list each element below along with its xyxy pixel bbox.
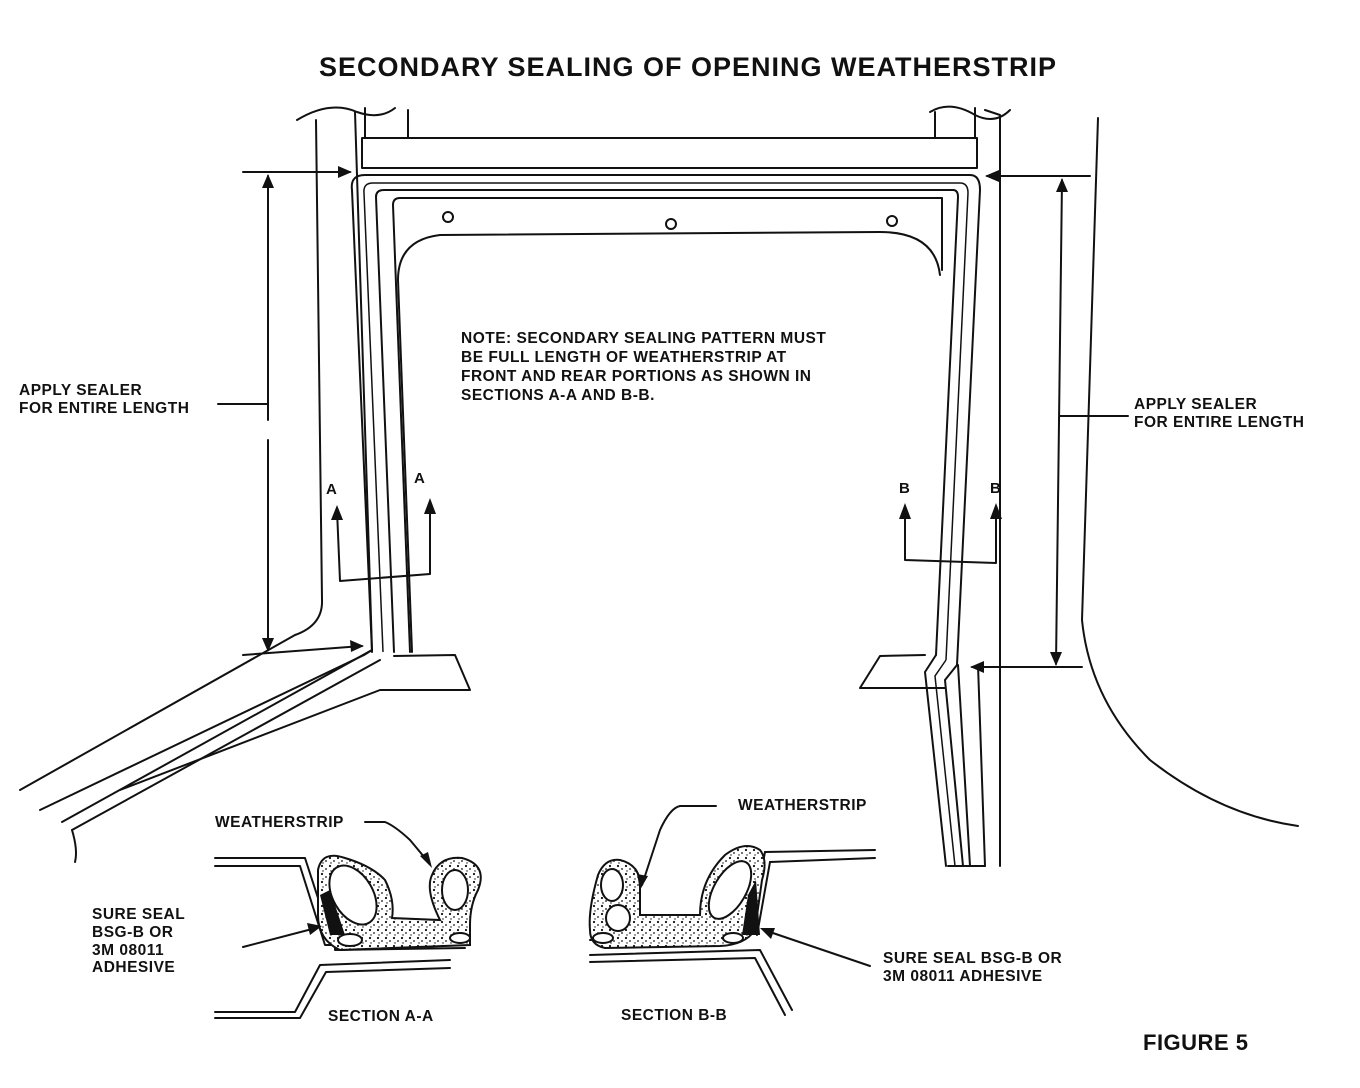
section-a-adhesive-label: SURE SEAL BSG-B OR 3M 08011 ADHESIVE xyxy=(92,906,185,977)
section-b-letter-left: B xyxy=(899,480,911,497)
section-b-weatherstrip-label: WEATHERSTRIP xyxy=(738,797,867,814)
note-line: FRONT AND REAR PORTIONS AS SHOWN IN xyxy=(461,368,812,385)
section-b-caption: SECTION B-B xyxy=(621,1007,728,1024)
section-a-letter-left: A xyxy=(326,481,338,498)
left-dimension xyxy=(217,166,364,656)
section-a-letter-right: A xyxy=(414,470,426,487)
left-pillar xyxy=(19,111,471,863)
note-block: NOTE: SECONDARY SEALING PATTERN MUST BE … xyxy=(461,329,826,405)
section-b-letter-right: B xyxy=(990,480,1002,497)
right-callout-line1: APPLY SEALER xyxy=(1134,396,1258,413)
left-callout-line2: FOR ENTIRE LENGTH xyxy=(19,399,190,417)
left-sealer-callout: APPLY SEALER FOR ENTIRE LENGTH xyxy=(19,382,189,418)
section-b-drawing xyxy=(588,805,876,1016)
right-pillar xyxy=(859,109,1299,867)
section-a-caption: SECTION A-A xyxy=(328,1008,434,1025)
door-opening-frame xyxy=(350,174,981,666)
note-line: NOTE: SECONDARY SEALING PATTERN MUST xyxy=(461,330,827,347)
adhesive-line: 3M 08011 ADHESIVE xyxy=(883,967,1043,985)
section-a-drawing xyxy=(214,821,482,1019)
note-line: SECTIONS A-A AND B-B. xyxy=(461,387,655,404)
section-b-adhesive-label: SURE SEAL BSG-B OR 3M 08011 ADHESIVE xyxy=(883,950,1062,986)
adhesive-line: BSG-B OR xyxy=(92,923,174,941)
right-callout-line2: FOR ENTIRE LENGTH xyxy=(1134,413,1305,431)
adhesive-line: 3M 08011 xyxy=(92,941,165,959)
figure-title: SECONDARY SEALING OF OPENING WEATHERSTRI… xyxy=(318,52,1058,82)
right-sealer-callout: APPLY SEALER FOR ENTIRE LENGTH xyxy=(1134,396,1304,432)
section-b-markers xyxy=(899,503,1002,564)
adhesive-line: SURE SEAL BSG-B OR xyxy=(883,950,1063,967)
section-a-weatherstrip-label: WEATHERSTRIP xyxy=(215,814,344,831)
right-dimension xyxy=(970,170,1129,673)
note-line: BE FULL LENGTH OF WEATHERSTRIP AT xyxy=(461,349,787,366)
figure-label: FIGURE 5 xyxy=(1143,1030,1249,1055)
section-a-markers xyxy=(331,498,436,582)
adhesive-line: ADHESIVE xyxy=(92,959,176,977)
left-callout-line1: APPLY SEALER xyxy=(19,382,143,399)
roof-header xyxy=(296,105,1011,169)
adhesive-line: SURE SEAL xyxy=(92,906,186,923)
